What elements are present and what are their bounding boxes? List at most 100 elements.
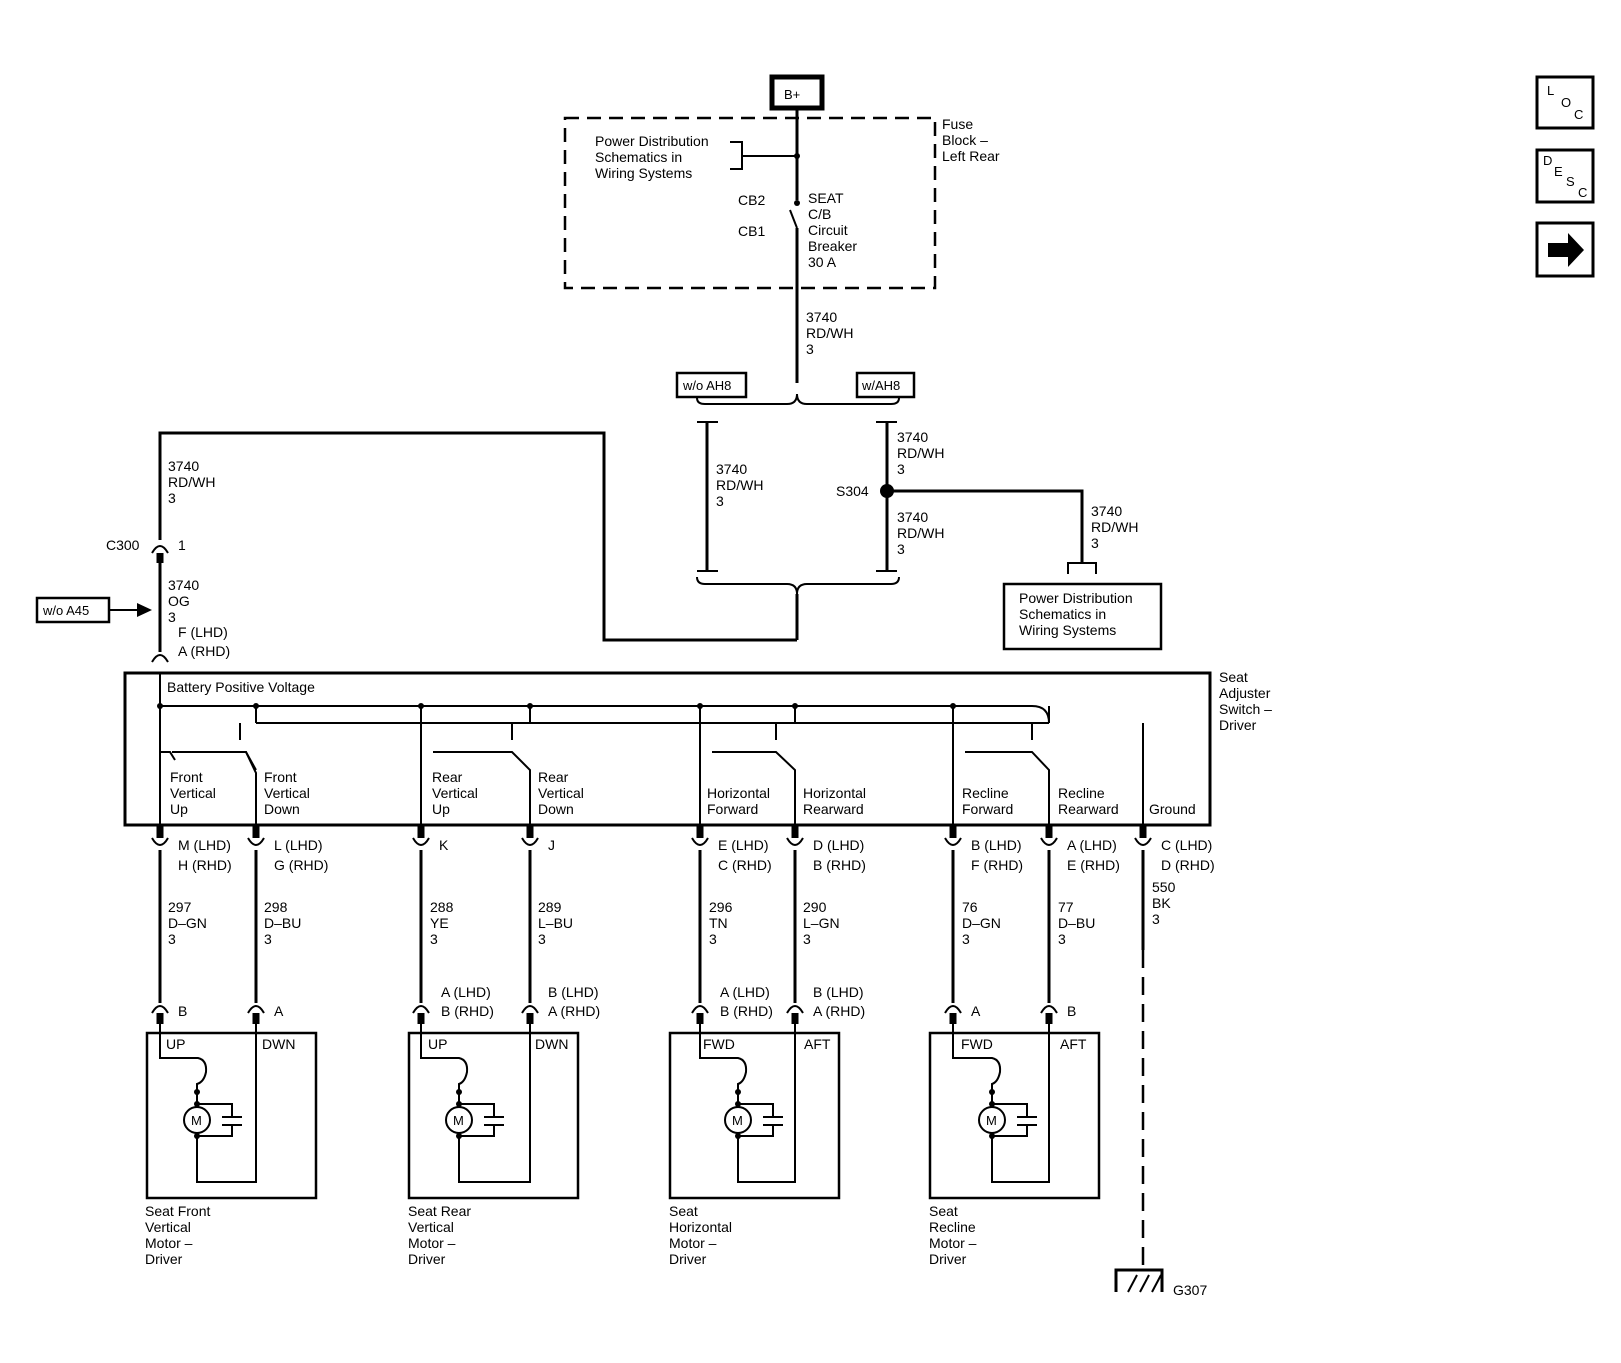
- option-wo-ah8: w/o AH8: [675, 371, 748, 399]
- switch-label-front-vertical-down: Front Vertical Down: [264, 769, 310, 817]
- svg-text:RD/WH: RD/WH: [806, 325, 853, 341]
- motor-front-vertical: UP DWN M Seat Front Vertical Motor – Dri…: [145, 1024, 318, 1267]
- svg-text:1: 1: [178, 537, 186, 553]
- next-button[interactable]: [1535, 221, 1595, 278]
- svg-text:297: 297: [168, 899, 192, 915]
- svg-text:Front: Front: [264, 769, 297, 785]
- svg-text:B (RHD): B (RHD): [813, 857, 866, 873]
- ground-circuit-550: C (LHD) D (RHD) 550 BK 3: [1134, 825, 1215, 1265]
- svg-text:F (RHD): F (RHD): [971, 857, 1023, 873]
- switch-label-recline-forward: Recline Forward: [962, 785, 1013, 817]
- svg-text:3740: 3740: [897, 509, 928, 525]
- svg-text:Down: Down: [264, 801, 300, 817]
- svg-text:Motor –: Motor –: [929, 1235, 977, 1251]
- svg-text:Forward: Forward: [707, 801, 758, 817]
- svg-text:D–GN: D–GN: [962, 915, 1001, 931]
- svg-text:L–GN: L–GN: [803, 915, 840, 931]
- desc-button[interactable]: D E S C: [1535, 148, 1595, 204]
- svg-text:S304: S304: [836, 483, 869, 499]
- svg-text:YE: YE: [430, 915, 449, 931]
- svg-text:3: 3: [168, 931, 176, 947]
- svg-text:3740: 3740: [897, 429, 928, 445]
- svg-text:289: 289: [538, 899, 562, 915]
- arrow-right-icon: [137, 603, 152, 617]
- svg-text:550: 550: [1152, 879, 1176, 895]
- svg-text:Vertical: Vertical: [432, 785, 478, 801]
- svg-text:Seat: Seat: [669, 1203, 698, 1219]
- switch-label-recline-rearward: Recline Rearward: [1058, 785, 1119, 817]
- svg-text:AFT: AFT: [804, 1036, 831, 1052]
- svg-text:DWN: DWN: [535, 1036, 568, 1052]
- svg-text:C (LHD): C (LHD): [1161, 837, 1212, 853]
- svg-text:E: E: [1554, 164, 1563, 179]
- circuit-77: A (LHD) E (RHD) 77 D–BU 3 B: [1040, 825, 1120, 1024]
- svg-text:UP: UP: [166, 1036, 185, 1052]
- svg-text:OG: OG: [168, 593, 190, 609]
- svg-text:J: J: [548, 837, 555, 853]
- wire-3740-lower: 3740 RD/WH 3: [897, 509, 944, 557]
- svg-text:L (LHD): L (LHD): [274, 837, 323, 853]
- svg-text:3740: 3740: [168, 458, 199, 474]
- svg-text:G (RHD): G (RHD): [274, 857, 328, 873]
- svg-text:Seat Rear: Seat Rear: [408, 1203, 471, 1219]
- svg-text:Horizontal: Horizontal: [803, 785, 866, 801]
- svg-text:Vertical: Vertical: [145, 1219, 191, 1235]
- svg-text:296: 296: [709, 899, 733, 915]
- svg-text:Breaker: Breaker: [808, 238, 857, 254]
- svg-text:CB2: CB2: [738, 192, 765, 208]
- svg-text:C300: C300: [106, 537, 140, 553]
- loc-button[interactable]: L O C: [1535, 75, 1595, 130]
- switch-label-front-vertical-up: Front Vertical Up: [170, 769, 216, 817]
- svg-text:3: 3: [168, 490, 176, 506]
- svg-text:C: C: [1574, 107, 1583, 122]
- ground-g307: G307: [1114, 1268, 1207, 1298]
- svg-text:A (LHD): A (LHD): [1067, 837, 1117, 853]
- svg-text:3: 3: [538, 931, 546, 947]
- switch-label-horizontal-forward: Horizontal Forward: [707, 785, 770, 817]
- svg-text:76: 76: [962, 899, 978, 915]
- svg-text:Driver: Driver: [408, 1251, 446, 1267]
- svg-text:w/o A45: w/o A45: [42, 603, 89, 618]
- svg-text:w/o AH8: w/o AH8: [682, 378, 731, 393]
- svg-text:M (LHD): M (LHD): [178, 837, 231, 853]
- svg-text:A (RHD): A (RHD): [548, 1003, 600, 1019]
- option-wo-a45: w/o A45: [35, 596, 152, 624]
- svg-text:3: 3: [803, 931, 811, 947]
- svg-text:D–GN: D–GN: [168, 915, 207, 931]
- svg-text:Schematics in: Schematics in: [1019, 606, 1106, 622]
- circuit-298: L (LHD) G (RHD) 298 D–BU 3 A: [247, 825, 328, 1024]
- svg-text:M: M: [453, 1113, 464, 1128]
- svg-text:CB1: CB1: [738, 223, 765, 239]
- svg-text:A (LHD): A (LHD): [441, 984, 491, 1000]
- svg-text:E (RHD): E (RHD): [1067, 857, 1120, 873]
- svg-text:TN: TN: [709, 915, 728, 931]
- svg-text:Horizontal: Horizontal: [707, 785, 770, 801]
- svg-text:Motor –: Motor –: [408, 1235, 456, 1251]
- svg-text:BK: BK: [1152, 895, 1171, 911]
- svg-text:Motor –: Motor –: [669, 1235, 717, 1251]
- svg-text:D (LHD): D (LHD): [813, 837, 864, 853]
- svg-text:w/AH8: w/AH8: [861, 378, 900, 393]
- svg-text:A (RHD): A (RHD): [178, 643, 230, 659]
- seat-adjuster-switch: [123, 671, 1212, 827]
- svg-text:Left Rear: Left Rear: [942, 148, 1000, 164]
- svg-text:SEAT: SEAT: [808, 190, 844, 206]
- svg-text:Fuse: Fuse: [942, 116, 973, 132]
- svg-text:D: D: [1543, 153, 1552, 168]
- seat-adjuster-switch-title: Seat Adjuster Switch – Driver: [1219, 669, 1272, 733]
- svg-text:3: 3: [806, 341, 814, 357]
- wire-3740-og: 3740 OG 3: [168, 577, 199, 625]
- circuit-290: D (LHD) B (RHD) 290 L–GN 3 B (LHD) A (RH…: [786, 825, 866, 1024]
- next-arrow-icon: [1548, 233, 1584, 267]
- svg-text:3: 3: [709, 931, 717, 947]
- svg-text:Driver: Driver: [1219, 717, 1257, 733]
- svg-text:Power Distribution: Power Distribution: [595, 133, 709, 149]
- svg-text:Power Distribution: Power Distribution: [1019, 590, 1133, 606]
- svg-text:F (LHD): F (LHD): [178, 624, 228, 640]
- svg-text:Rear: Rear: [538, 769, 569, 785]
- svg-text:Driver: Driver: [145, 1251, 183, 1267]
- svg-text:UP: UP: [428, 1036, 447, 1052]
- svg-text:AFT: AFT: [1060, 1036, 1087, 1052]
- svg-text:3: 3: [1152, 911, 1160, 927]
- svg-text:3: 3: [430, 931, 438, 947]
